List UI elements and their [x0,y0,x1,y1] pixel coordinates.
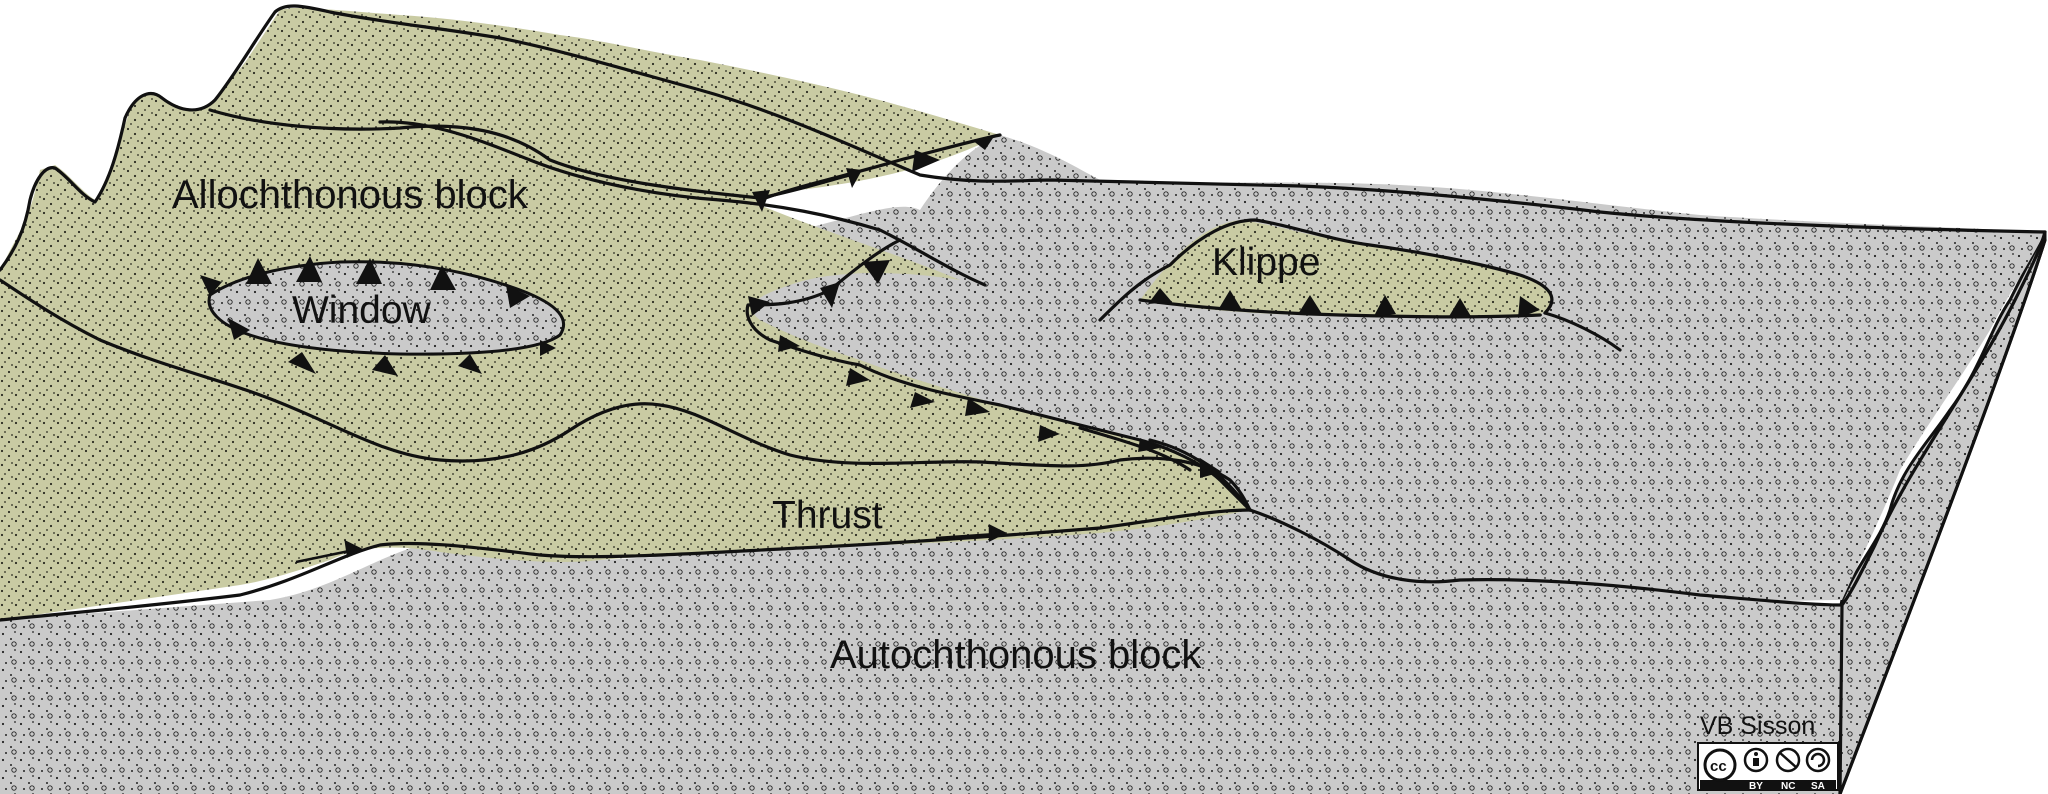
thrust-teeth [200,135,1540,478]
allochthonous-sheet [0,7,1250,620]
autochthonous-front-face [0,505,1842,794]
geologic-contacts [0,4,2047,794]
badge-by-label: BY [1749,781,1763,792]
sharealike-icon-arc [1810,752,1826,768]
sharealike-icon [1805,747,1831,773]
credit-author: VB Sisson [1700,712,1815,740]
allochthonous-upper-ridge [210,8,1000,200]
attribution-icon-head [1754,752,1758,756]
label-klippe: Klippe [1212,241,1320,284]
label-allochthonous-block: Allochthonous block [172,173,529,217]
label-thrust: Thrust [772,494,883,537]
cc-license-badge: cc BY NC SA [1697,742,1839,792]
cc-icon [1703,748,1737,782]
noncommercial-icon-slash [1778,751,1798,769]
cc-icon-text: cc [1710,758,1727,775]
label-window: Window [292,289,432,332]
thrust-motion-arrows [295,523,1007,564]
klippe-outlier [1140,220,1551,318]
label-autochthonous-block: Autochthonous block [830,633,1202,677]
window-inlier [207,260,566,356]
attribution-icon-body [1753,758,1759,766]
badge-nc-label: NC [1781,781,1795,792]
badge-sa-label: SA [1811,781,1825,792]
